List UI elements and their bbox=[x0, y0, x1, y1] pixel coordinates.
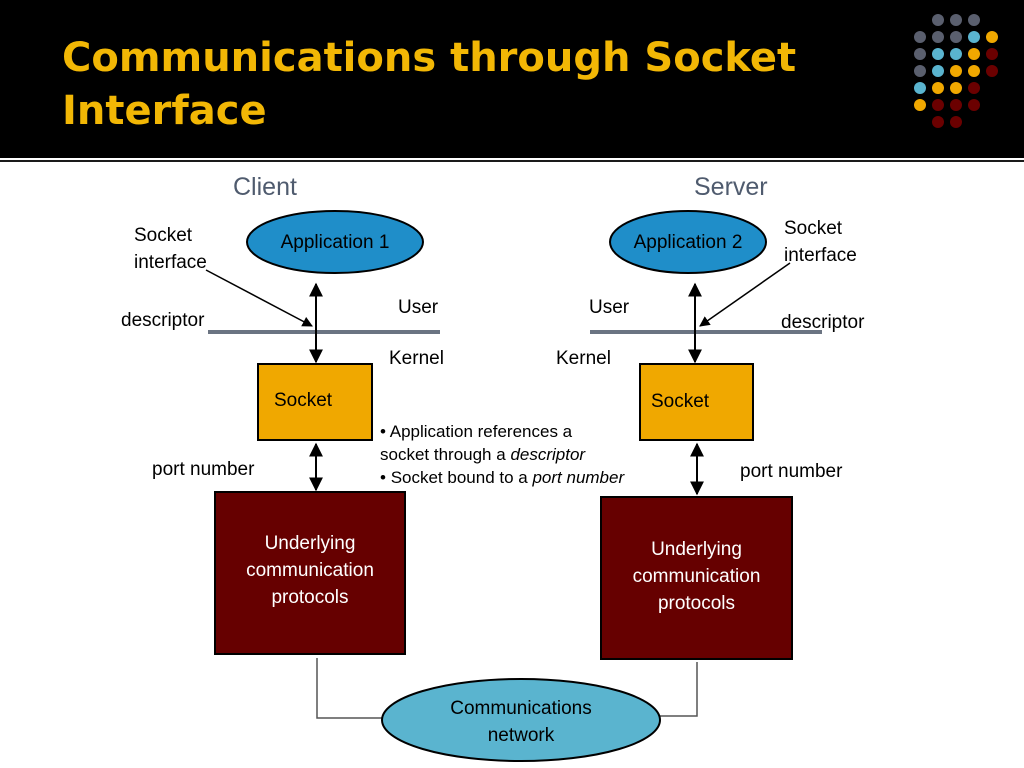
slide-title: Communications through Socket Interface bbox=[62, 32, 882, 138]
server-protocols-label: Underlying communication protocols bbox=[601, 534, 792, 618]
client-application-ellipse bbox=[246, 210, 424, 274]
decorative-dot bbox=[932, 65, 944, 77]
client-socket-box bbox=[257, 363, 373, 441]
decorative-dot bbox=[914, 48, 926, 60]
note-1-term: descriptor bbox=[510, 445, 586, 464]
note-1-line-2-text: socket through a bbox=[380, 445, 506, 464]
note-2-term: port number bbox=[532, 468, 625, 487]
client-port-number-label: port number bbox=[152, 459, 255, 480]
client-socket-label: Socket bbox=[274, 390, 333, 411]
client-socket-interface-label: Socket interface bbox=[134, 222, 207, 276]
server-kernel-label: Kernel bbox=[556, 348, 611, 369]
header-rule bbox=[0, 160, 1024, 162]
server-application-ellipse bbox=[609, 210, 767, 274]
decorative-dot bbox=[914, 82, 926, 94]
client-network-connector bbox=[316, 658, 385, 719]
server-socket-interface-label: Socket interface bbox=[784, 215, 857, 269]
server-socket-box bbox=[639, 363, 754, 441]
client-protocols-line-1: Underlying bbox=[264, 532, 356, 554]
decorative-dot bbox=[968, 82, 980, 94]
server-descriptor-label: descriptor bbox=[781, 312, 865, 333]
decorative-dot bbox=[986, 48, 998, 60]
slide-title-line-1: Communications through Socket bbox=[62, 35, 797, 81]
decorative-dot-grid bbox=[914, 14, 998, 128]
client-descriptor-label: descriptor bbox=[121, 310, 205, 331]
server-heading: Server bbox=[694, 173, 768, 201]
client-socket-interface-line-1: Socket bbox=[134, 225, 193, 246]
decorative-dot bbox=[914, 31, 926, 43]
server-socket-interface-line-1: Socket bbox=[784, 218, 843, 239]
decorative-dot bbox=[968, 48, 980, 60]
decorative-dot bbox=[932, 48, 944, 60]
client-protocols-label: Underlying communication protocols bbox=[215, 528, 405, 612]
note-1-line-1: • Application references a bbox=[380, 420, 680, 443]
client-protocols-line-2: communication bbox=[246, 559, 374, 581]
client-protocols-box bbox=[214, 491, 406, 655]
note-2-prefix: Socket bound to a bbox=[390, 468, 528, 487]
client-socket-interface-pointer bbox=[205, 269, 313, 327]
title-bar bbox=[0, 0, 1024, 158]
client-heading: Client bbox=[233, 173, 297, 201]
decorative-dot bbox=[968, 14, 980, 26]
note-bullet: • bbox=[380, 468, 386, 487]
note-1-line-2: socket through a descriptor bbox=[380, 443, 680, 466]
note-1-prefix: Application references a bbox=[389, 422, 573, 441]
decorative-dot bbox=[968, 65, 980, 77]
decorative-dot bbox=[950, 48, 962, 60]
client-socket-interface-line-2: interface bbox=[134, 252, 207, 273]
server-network-connector bbox=[658, 662, 698, 717]
decorative-dot bbox=[950, 82, 962, 94]
server-socket-interface-pointer bbox=[699, 262, 791, 327]
decorative-dot bbox=[950, 116, 962, 128]
decorative-dot bbox=[932, 31, 944, 43]
decorative-dot bbox=[914, 99, 926, 111]
server-protocols-line-2: communication bbox=[632, 565, 761, 587]
decorative-dot bbox=[914, 65, 926, 77]
server-protocols-line-3: protocols bbox=[657, 592, 736, 614]
decorative-dot bbox=[968, 99, 980, 111]
decorative-dot bbox=[986, 65, 998, 77]
client-protocols-line-3: protocols bbox=[271, 586, 349, 608]
client-application-label: Application 1 bbox=[280, 231, 390, 253]
notes-list: • Application references a socket throug… bbox=[380, 420, 680, 489]
server-port-number-label: port number bbox=[740, 461, 843, 482]
communications-network-label: Communications network bbox=[382, 694, 660, 750]
note-bullet: • bbox=[380, 422, 386, 441]
server-application-label: Application 2 bbox=[633, 231, 743, 253]
decorative-dot bbox=[932, 14, 944, 26]
client-user-label: User bbox=[398, 297, 439, 318]
decorative-dot bbox=[950, 14, 962, 26]
decorative-dot bbox=[950, 31, 962, 43]
decorative-dot bbox=[932, 82, 944, 94]
decorative-dot bbox=[950, 99, 962, 111]
server-protocols-line-1: Underlying bbox=[651, 538, 742, 560]
server-socket-interface-line-2: interface bbox=[784, 245, 857, 266]
note-2: • Socket bound to a port number bbox=[380, 466, 680, 489]
server-protocols-box bbox=[600, 496, 793, 660]
client-kernel-label: Kernel bbox=[389, 348, 444, 369]
server-socket-label: Socket bbox=[651, 391, 710, 412]
slide-title-line-2: Interface bbox=[62, 88, 267, 134]
communications-network-ellipse bbox=[381, 678, 661, 762]
decorative-dot bbox=[932, 116, 944, 128]
network-line-1: Communications bbox=[450, 698, 592, 719]
decorative-dot bbox=[950, 65, 962, 77]
decorative-dot bbox=[968, 31, 980, 43]
server-user-label: User bbox=[589, 297, 630, 318]
decorative-dot bbox=[986, 31, 998, 43]
decorative-dot bbox=[932, 99, 944, 111]
network-line-2: network bbox=[487, 725, 555, 746]
